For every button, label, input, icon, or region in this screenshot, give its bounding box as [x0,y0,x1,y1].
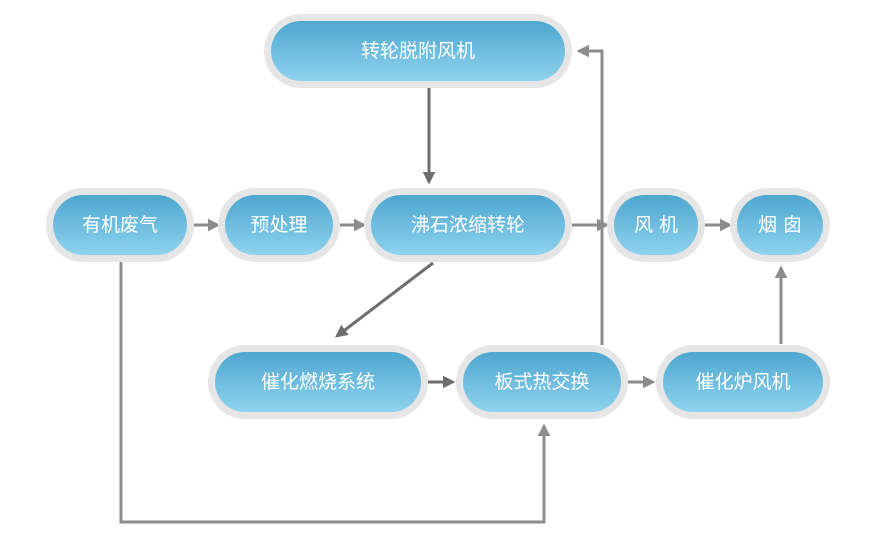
node-zeolite-wheel: 沸石浓缩转轮 [364,188,572,262]
node-plate-heat-exchange: 板式热交换 [456,345,628,419]
node-wheel-desorption-fan: 转轮脱附风机 [264,14,572,88]
arrow-heat-exchange-to-desorption-fan [576,44,604,345]
node-organic-waste-gas: 有机废气 [46,188,194,262]
node-catalytic-combustion-label: 催化燃烧系统 [261,371,375,393]
node-fan-label: 风 机 [634,214,678,236]
node-organic-waste-gas-label: 有机废气 [82,214,158,236]
node-pretreatment: 预处理 [218,188,340,262]
arrow-waste-gas-to-heat-exchange [119,262,551,524]
node-zeolite-wheel-label: 沸石浓缩转轮 [411,214,525,236]
node-plate-heat-exchange-label: 板式热交换 [494,371,589,393]
node-catalytic-furnace-fan-label: 催化炉风机 [695,371,790,393]
node-chimney-label: 烟 囱 [758,214,802,236]
node-catalytic-combustion: 催化燃烧系统 [208,345,428,419]
node-pretreatment-label: 预处理 [250,214,307,236]
connectors [119,44,788,524]
node-catalytic-furnace-fan: 催化炉风机 [656,345,830,419]
node-fan: 风 机 [607,188,705,262]
arrow-wheel-to-catalytic-combustion [334,261,434,338]
node-chimney: 烟 囱 [730,188,830,262]
node-wheel-desorption-fan-label: 转轮脱附风机 [361,40,475,62]
